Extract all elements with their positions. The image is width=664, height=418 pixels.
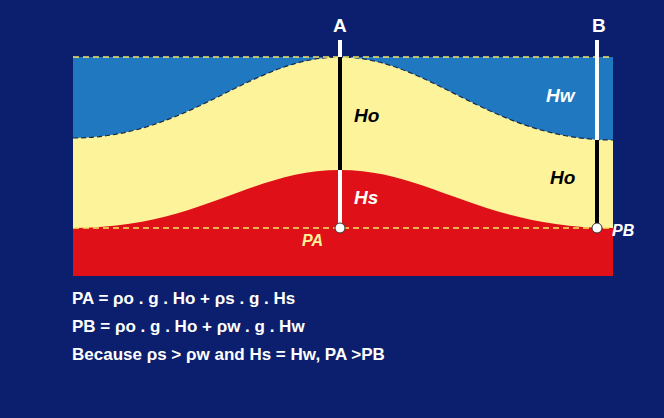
well-a bbox=[338, 40, 342, 57]
thickness-label: Ho bbox=[354, 106, 379, 127]
well-label: B bbox=[592, 16, 606, 37]
pressure-label: PA bbox=[302, 232, 323, 250]
well-b bbox=[595, 140, 599, 228]
thickness-label: Hw bbox=[546, 86, 575, 107]
well-a bbox=[338, 57, 342, 170]
equation: PB = ρo . g . Ho + ρw . g . Hw bbox=[72, 318, 305, 337]
well-label: A bbox=[333, 16, 347, 37]
thickness-label: Ho bbox=[550, 168, 575, 189]
thickness-label: Hs bbox=[354, 188, 378, 209]
equation: Because ρs > ρw and Hs = Hw, PA >PB bbox=[72, 346, 385, 365]
well-b bbox=[595, 40, 599, 140]
datum-line bbox=[73, 56, 613, 58]
water-boundary bbox=[73, 57, 613, 140]
pressure-label: PB bbox=[612, 222, 634, 240]
equation: PA = ρo . g . Ho + ρs . g . Hs bbox=[72, 290, 295, 309]
point-b bbox=[592, 223, 602, 233]
salt-layer bbox=[73, 170, 613, 276]
overburden-layer bbox=[73, 57, 613, 276]
point-a bbox=[335, 223, 345, 233]
water-layer bbox=[73, 57, 613, 140]
well-a bbox=[338, 170, 342, 228]
